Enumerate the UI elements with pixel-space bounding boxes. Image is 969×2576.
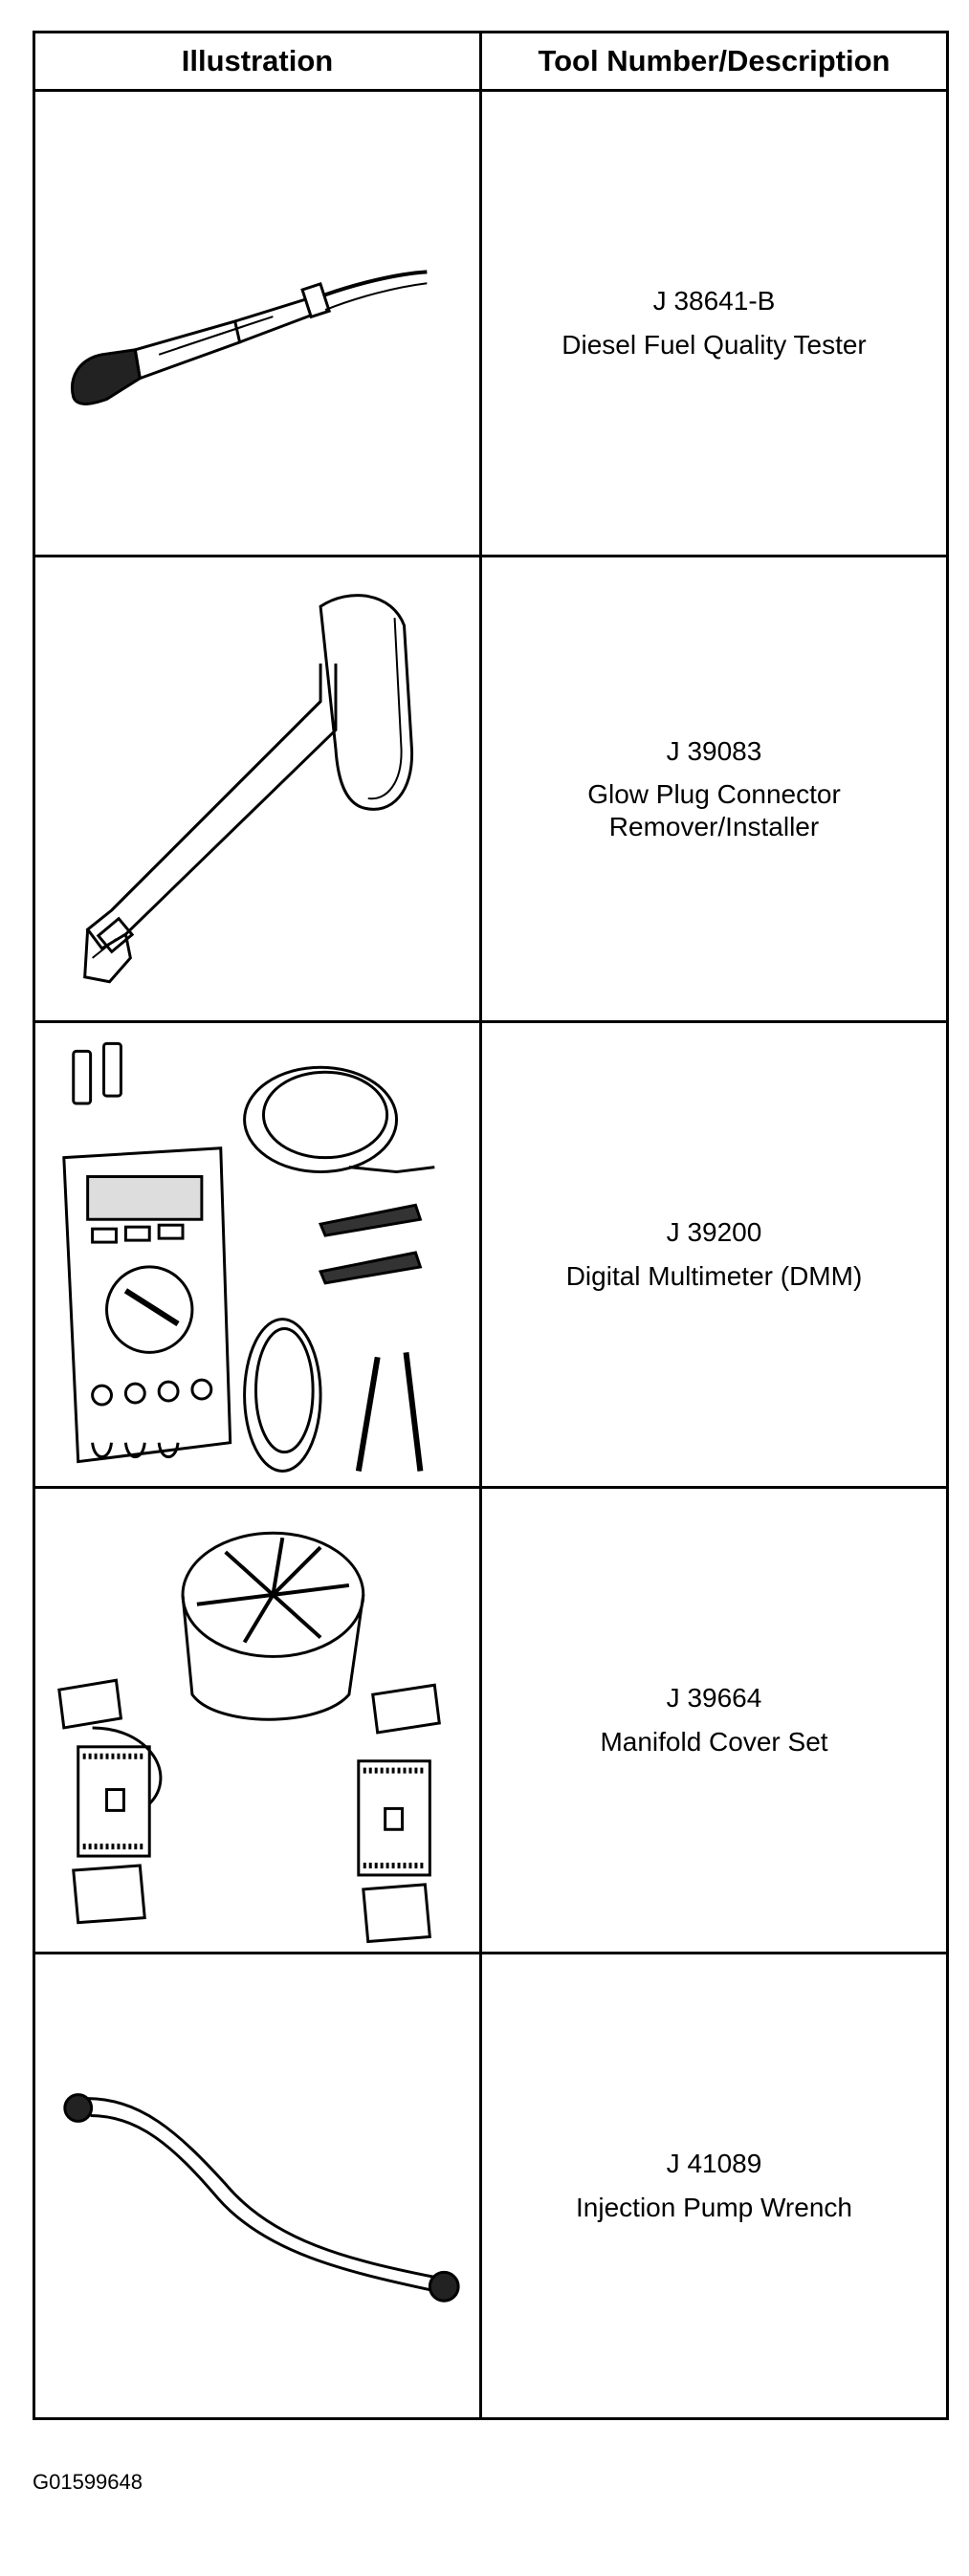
tool-description: Glow Plug Connector (587, 779, 841, 810)
tool-description: Injection Pump Wrench (576, 2193, 852, 2222)
description-cell: J 39083 Glow Plug Connector Remover/Inst… (479, 555, 949, 1023)
tool-number: J 39083 (666, 735, 762, 766)
description-cell: J 41089 Injection Pump Wrench (479, 1952, 949, 2420)
description-cell: J 38641-B Diesel Fuel Quality Tester (479, 89, 949, 557)
illustration-cell (33, 1952, 482, 2420)
special-tools-table: Illustration Tool Number/Description (33, 31, 949, 2420)
tool-description: Remover/Installer (608, 811, 820, 841)
tool-number: J 39200 (666, 1217, 762, 1248)
header-row: Illustration Tool Number/Description (33, 31, 949, 92)
illustration-cell (33, 1486, 482, 1954)
multimeter-icon (62, 1041, 435, 1474)
fuel-quality-tester-icon (71, 270, 428, 405)
illustration-cell (33, 89, 482, 557)
description-cell: J 39664 Manifold Cover Set (479, 1486, 949, 1954)
manifold-cover-set-icon (57, 1531, 441, 1944)
illustration-cell (33, 555, 482, 1023)
header-illustration: Illustration (33, 31, 482, 92)
table-row: J 39083 Glow Plug Connector Remover/Inst… (33, 555, 949, 1023)
injection-pump-wrench-icon (63, 2093, 460, 2303)
table-row: J 41089 Injection Pump Wrench (33, 1952, 949, 2420)
illustration-cell (33, 1020, 482, 1489)
tool-description: Diesel Fuel Quality Tester (562, 330, 867, 360)
tool-number: J 38641-B (652, 286, 776, 317)
tool-number: J 41089 (666, 2149, 762, 2179)
table-row: J 39664 Manifold Cover Set (33, 1486, 949, 1954)
header-description: Tool Number/Description (479, 31, 949, 92)
table-row: J 38641-B Diesel Fuel Quality Tester (33, 89, 949, 557)
tool-description: Digital Multimeter (DMM) (565, 1261, 863, 1291)
figure-id: G01599648 (33, 2470, 143, 2494)
table-row: J 39200 Digital Multimeter (DMM) (33, 1020, 949, 1489)
tool-description: Manifold Cover Set (600, 1727, 828, 1757)
tool-number: J 39664 (666, 1683, 762, 1714)
description-cell: J 39200 Digital Multimeter (DMM) (479, 1020, 949, 1489)
glow-plug-remover-icon (83, 594, 413, 984)
